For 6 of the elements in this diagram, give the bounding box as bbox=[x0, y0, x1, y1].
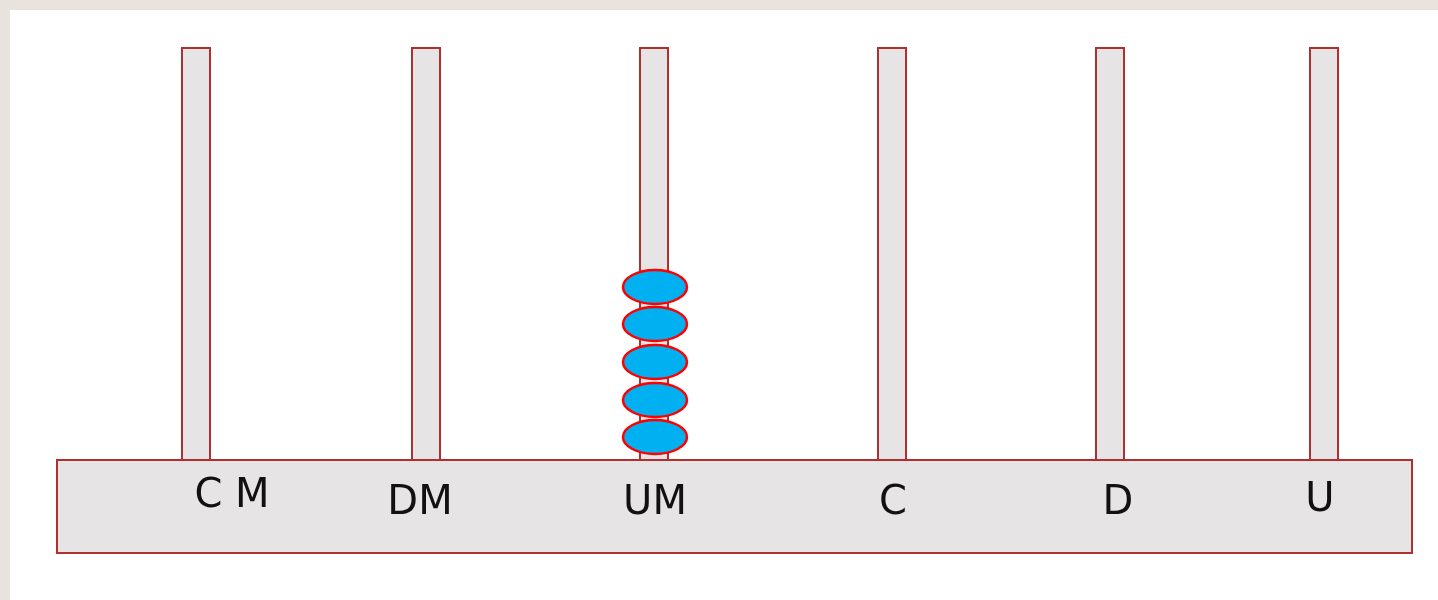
place-value-label: U bbox=[1305, 477, 1335, 517]
place-value-label: DM bbox=[387, 480, 453, 520]
place-value-label: C bbox=[879, 480, 907, 520]
place-value-label: C M bbox=[194, 473, 270, 513]
place-value-label: UM bbox=[623, 480, 687, 520]
place-value-label: D bbox=[1102, 480, 1134, 520]
